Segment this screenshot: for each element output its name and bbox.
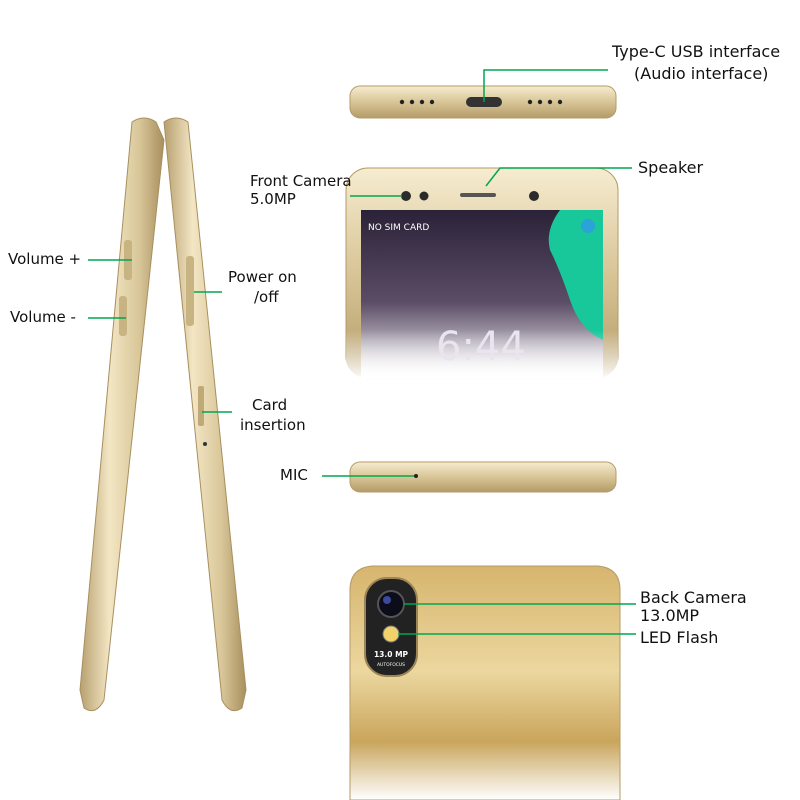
phone-back (349, 565, 621, 800)
phone-side-right (163, 117, 247, 712)
mic-hole (414, 474, 418, 478)
label-power-off: /off (254, 288, 279, 306)
label-led-flash: LED Flash (640, 628, 719, 647)
label-back-camera-mp: 13.0MP (640, 606, 700, 625)
phone-front (345, 167, 619, 380)
label-back-camera: Back Camera (640, 588, 747, 607)
card-eject-hole (203, 442, 207, 446)
label-front-camera-mp: 5.0MP (250, 190, 296, 208)
label-mic: MIC (280, 466, 308, 484)
card-slot (198, 386, 204, 426)
leader-lines (88, 69, 636, 635)
screen-carrier-text: NO SIM CARD (368, 223, 429, 233)
label-front-camera: Front Camera (250, 172, 352, 190)
volume-down-key (119, 296, 127, 336)
led-flash-icon (382, 625, 400, 643)
label-volume-down: Volume - (10, 308, 76, 326)
label-speaker: Speaker (638, 158, 704, 177)
label-card: Card (252, 396, 288, 414)
label-audio-interface: (Audio interface) (634, 64, 769, 83)
speaker-grille (460, 193, 496, 197)
phone-top-edge (349, 461, 617, 493)
back-camera-lens (377, 590, 405, 618)
phone-bottom-edge (349, 85, 617, 119)
phone-side-left (79, 117, 165, 712)
screen-clock: 6:44 (436, 324, 526, 370)
front-camera (401, 191, 411, 201)
power-key (186, 256, 194, 326)
label-type-c: Type-C USB interface (612, 42, 781, 61)
label-power-on: Power on (228, 268, 297, 286)
camera-badge-af: AUTOFOCUS (377, 662, 405, 668)
label-card-insertion: insertion (240, 416, 306, 434)
camera-badge-mp: 13.0 MP (374, 650, 409, 659)
label-volume-up: Volume + (8, 250, 82, 268)
